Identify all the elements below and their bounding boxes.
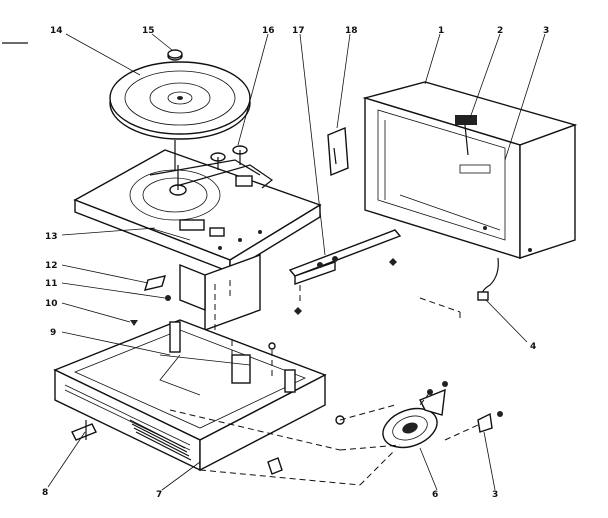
callout-15: 15 (142, 26, 155, 36)
callout-11: 11 (45, 279, 58, 289)
motor-housing (179, 254, 261, 331)
callout-3-top: 3 (543, 26, 549, 36)
bracket (71, 420, 97, 441)
callout-3-bottom: 3 (492, 490, 498, 500)
changer-motor-board (73, 140, 322, 274)
callout-9: 9 (50, 328, 56, 338)
callout-13: 13 (45, 232, 58, 242)
callout-labels: 14 15 16 17 18 1 2 3 13 12 11 10 9 4 8 7… (42, 26, 549, 500)
callout-18: 18 (345, 26, 358, 36)
spindle-adapter (167, 49, 183, 61)
callout-1: 1 (438, 26, 444, 36)
callout-8: 8 (42, 488, 48, 498)
callout-14: 14 (50, 26, 63, 36)
hinge-bar (288, 229, 402, 285)
callout-17: 17 (292, 26, 305, 36)
small-bracket (143, 275, 167, 291)
assembly-guide-lines (169, 280, 479, 486)
cabinet-base (53, 319, 327, 475)
callout-16: 16 (262, 26, 275, 36)
leader-lines (47, 33, 546, 491)
label-card (327, 126, 349, 177)
back-cabinet-lid (362, 81, 578, 259)
speaker-bracket (477, 412, 493, 433)
callout-2: 2 (497, 26, 503, 36)
power-cord (477, 257, 499, 301)
callout-7: 7 (156, 490, 162, 500)
callout-12: 12 (45, 261, 58, 271)
turntable-platter (109, 61, 251, 140)
speaker (382, 388, 446, 449)
callout-6: 6 (432, 490, 438, 500)
callout-4: 4 (530, 342, 536, 352)
callout-10: 10 (45, 299, 58, 309)
